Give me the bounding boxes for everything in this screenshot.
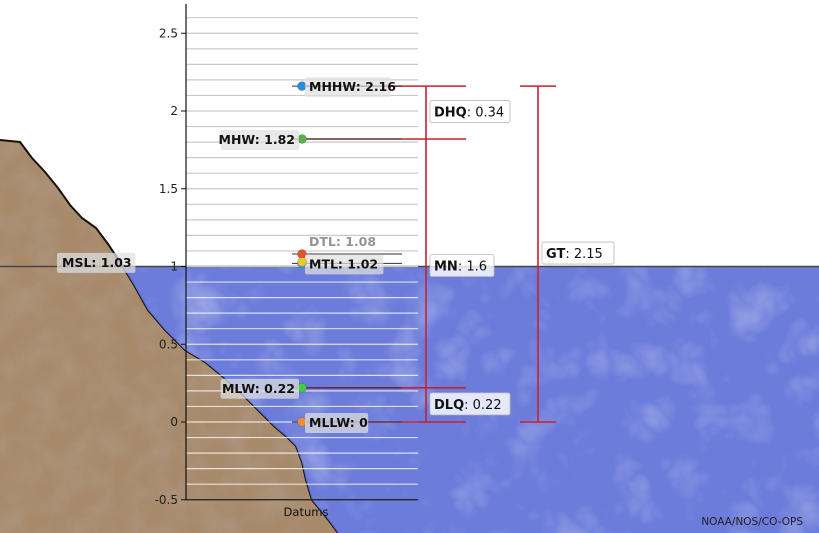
range-label-dlq: DLQ: 0.22 [429,392,511,416]
datum-label: DTL: 1.08 [309,234,376,249]
datum-label: MSL: 1.03 [62,255,132,270]
datum-label-box [57,252,136,273]
datum-marker [297,257,307,267]
datum-dtl: DTL: 1.08 [292,234,402,259]
range-label-text: MN: 1.6 [434,260,487,275]
datum-label-box [220,129,299,150]
datum-mlw: MLW: 0.22 [220,378,402,399]
rock-texture [0,140,338,533]
datum-label-box [305,77,391,98]
y-tick-label: 1.5 [159,182,178,196]
y-tick-label: 2 [170,104,178,118]
datum-label-box [220,378,299,399]
range-label-box [541,241,615,265]
datum-label: MLLW: 0 [309,415,368,430]
datum-label-box [305,254,384,275]
datum-msl: MSL: 1.03 [57,252,307,273]
y-tick-label: 1 [170,260,178,274]
datum-mllw: MLLW: 0 [292,413,402,433]
datum-label: MTL: 1.02 [309,256,378,271]
datum-mhhw: MHHW: 2.16 [292,77,402,98]
range-label-box [429,254,495,277]
range-label-text: DHQ: 0.34 [434,106,504,121]
datum-mhw: MHW: 1.82 [219,129,402,150]
range-label-dhq: DHQ: 0.34 [429,100,511,123]
range-label-gt: GT: 2.15 [541,241,615,265]
x-axis-label: Datums [284,505,329,519]
range-label-text: GT: 2.15 [546,247,603,262]
datum-mtl: MTL: 1.02 [292,254,402,275]
datum-label-box [305,413,369,433]
range-label-text: DLQ: 0.22 [434,398,502,413]
datum-label: MLW: 0.22 [222,381,295,396]
y-tick-label: -0.5 [155,493,178,507]
y-tick-label: 0.5 [159,337,178,351]
range-label-mn: MN: 1.6 [429,254,495,277]
datum-label: MHW: 1.82 [219,132,296,147]
y-tick-label: 0 [170,415,178,429]
range-label-box [429,100,511,123]
range-label-box [429,392,511,416]
y-tick-label: 2.5 [159,26,178,40]
datum-label: MHHW: 2.16 [309,79,396,94]
credit-text: NOAA/NOS/CO-OPS [701,516,803,528]
